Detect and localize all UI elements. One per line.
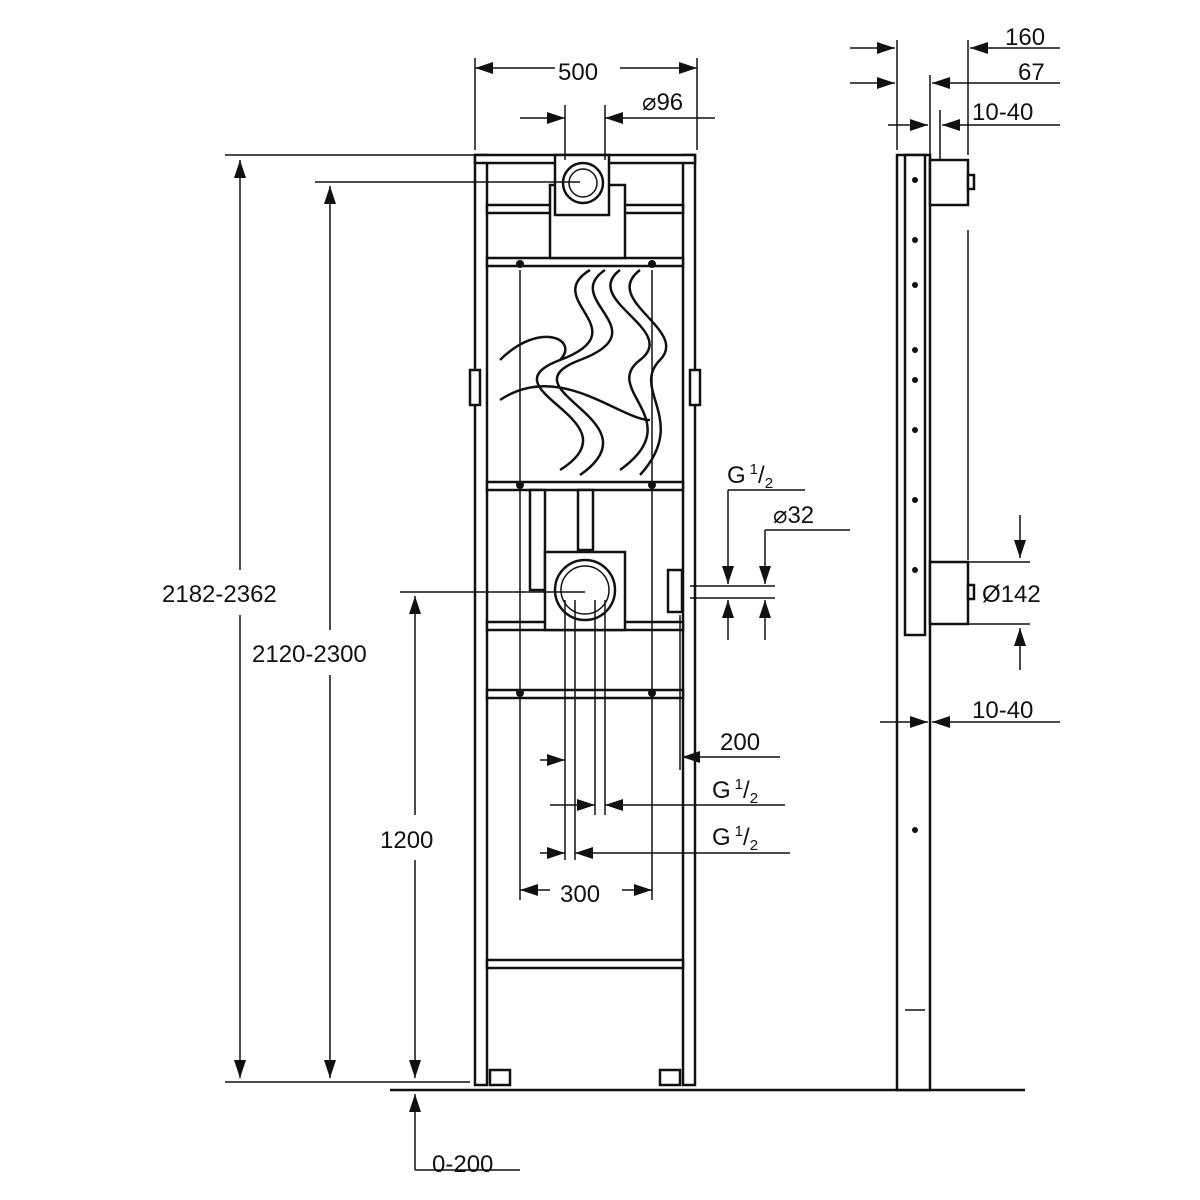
depth-160-label: 160 bbox=[1005, 24, 1045, 51]
valve-diameter-label: ⌀32 bbox=[773, 502, 814, 529]
adjust-bottom-label: 10-40 bbox=[972, 697, 1033, 724]
width-label: 500 bbox=[558, 59, 598, 86]
total-height-label: 2182-2362 bbox=[162, 581, 277, 608]
offset-200-label: 200 bbox=[720, 729, 760, 756]
foot-adjust-label: 0-200 bbox=[432, 1151, 493, 1178]
outlet-height-label: 2120-2300 bbox=[252, 641, 367, 668]
front-view-frame bbox=[468, 153, 702, 1087]
valve-box-diameter-label: Ø142 bbox=[982, 581, 1041, 608]
valve-height-label: 1200 bbox=[380, 827, 433, 854]
depth-67-label: 67 bbox=[1018, 59, 1045, 86]
top-outlet-diameter-label: ⌀96 bbox=[642, 89, 683, 116]
adjust-top-label: 10-40 bbox=[972, 99, 1033, 126]
rail-spacing-label: 300 bbox=[560, 881, 600, 908]
dimension-lines bbox=[225, 40, 1060, 1171]
side-view-frame bbox=[895, 153, 976, 1092]
